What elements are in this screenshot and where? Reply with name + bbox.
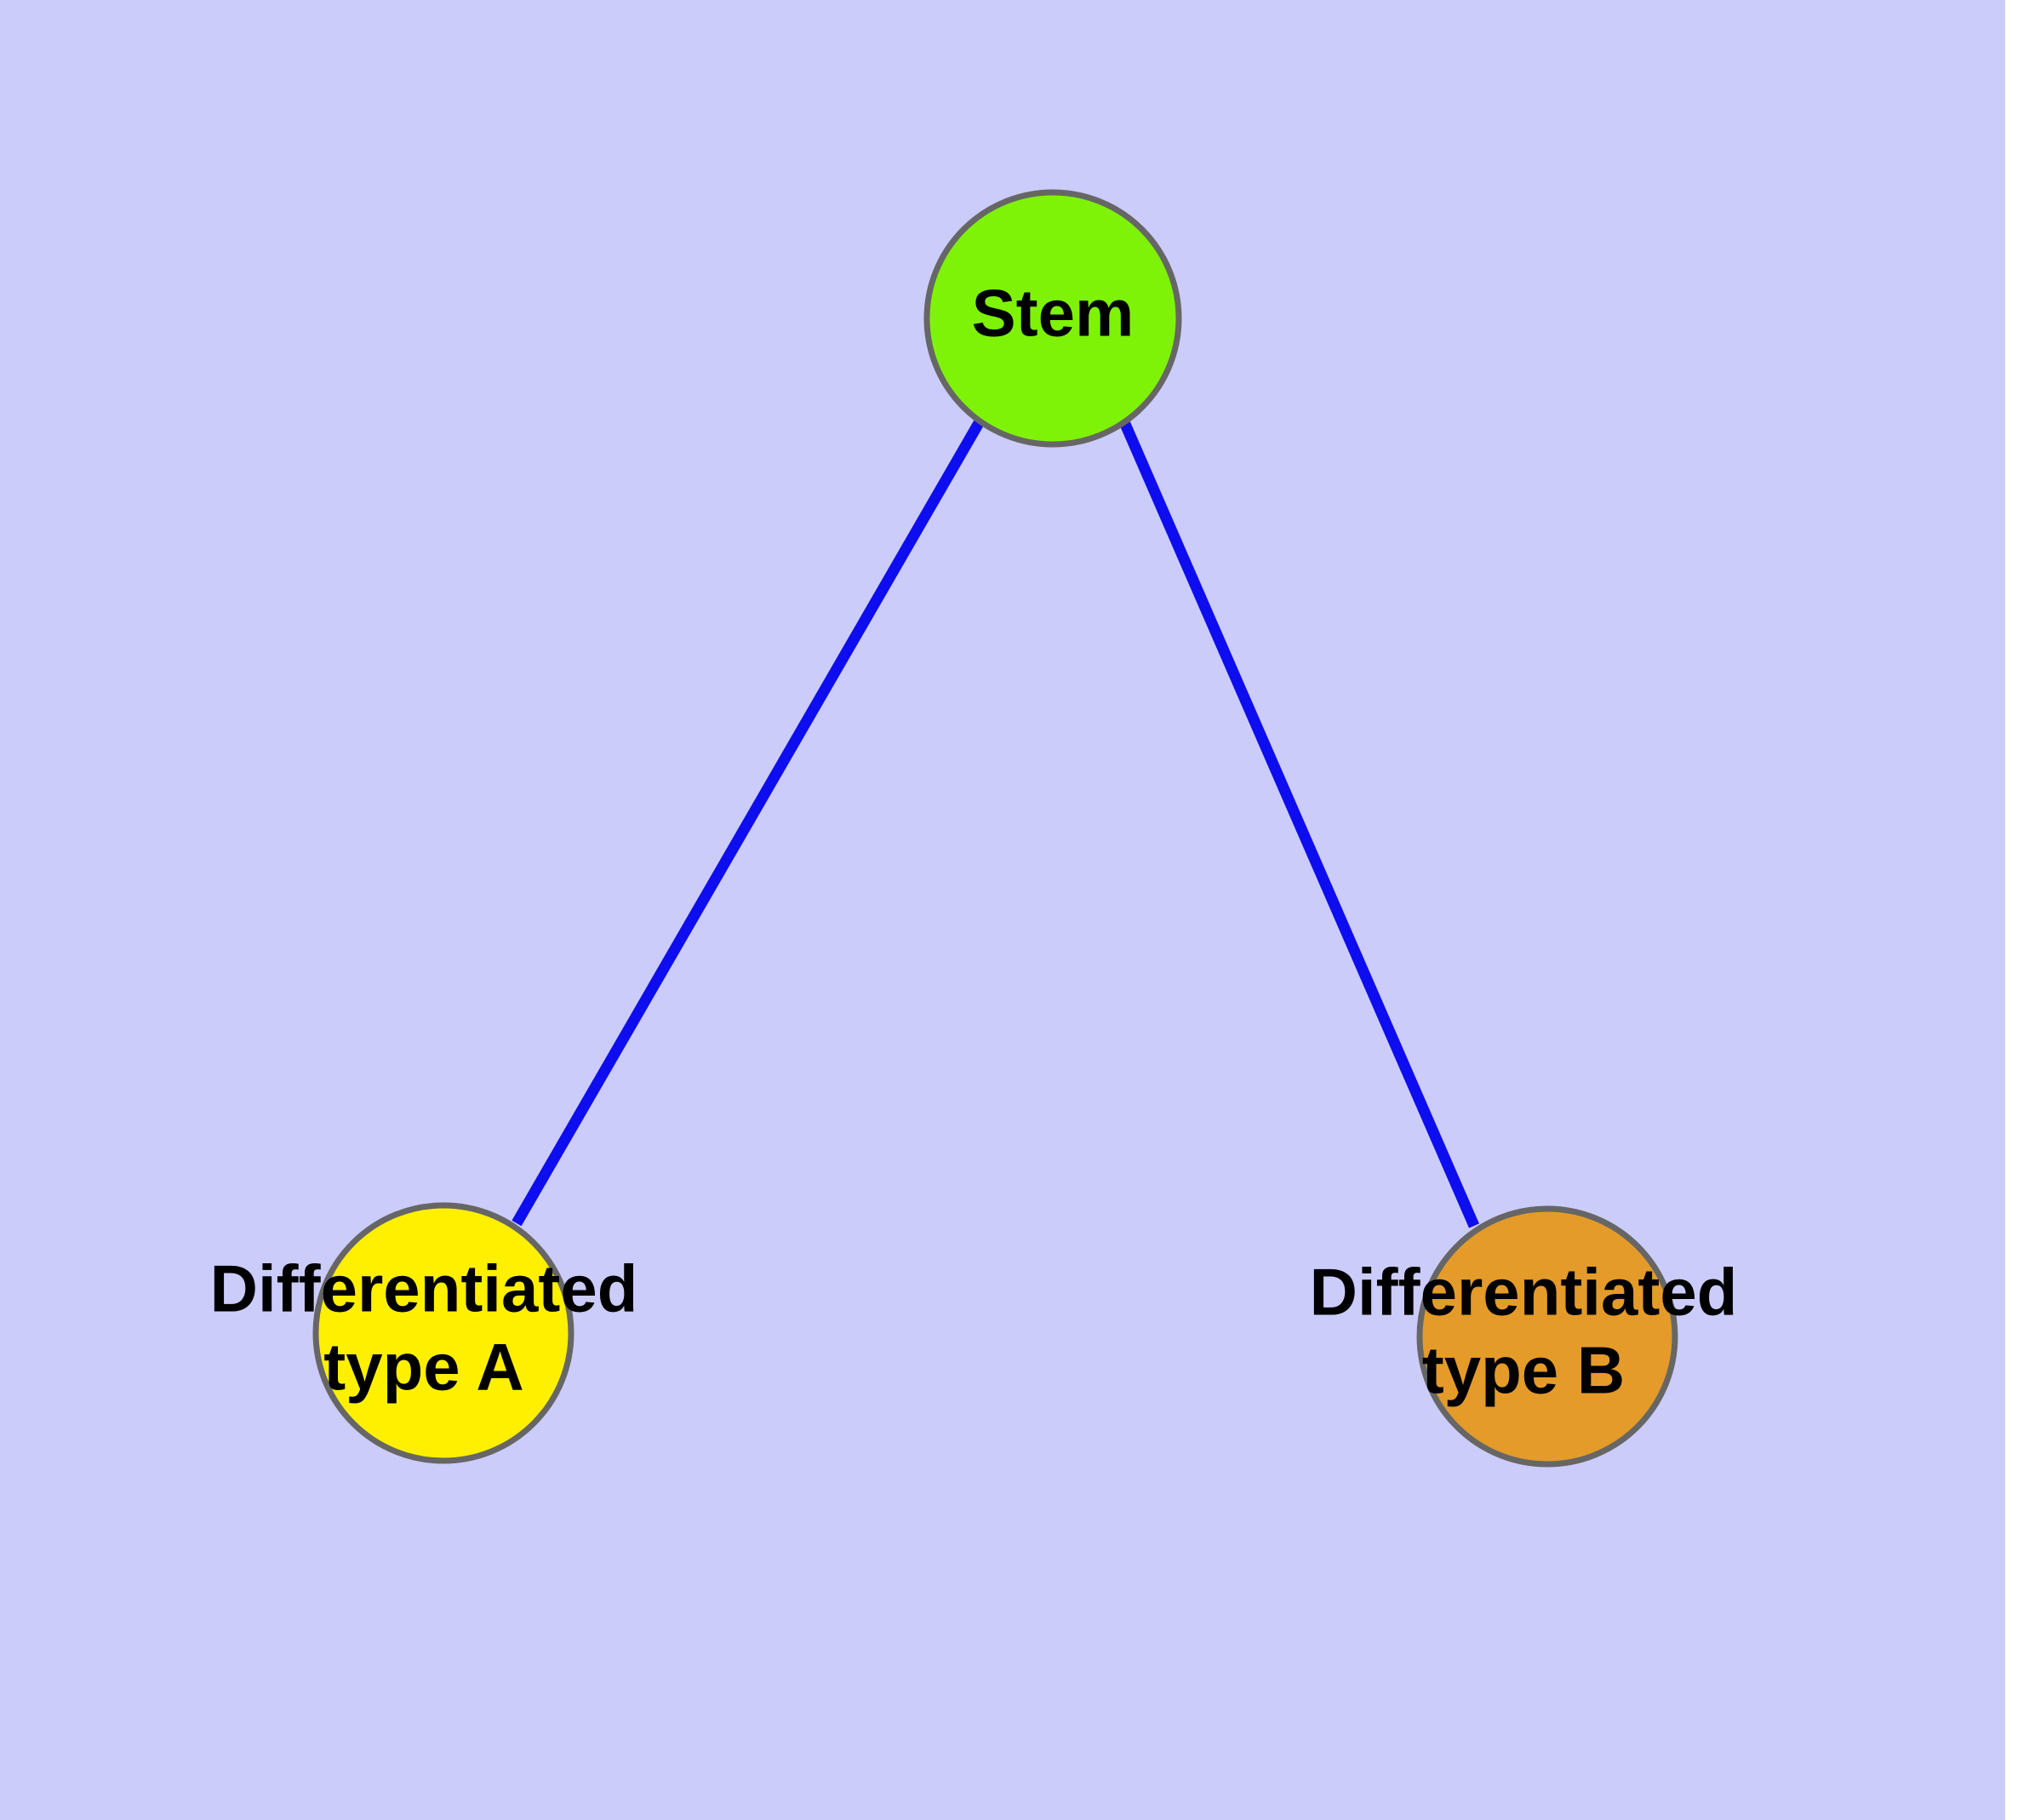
node-circle-diff_a[interactable] — [312, 1202, 574, 1464]
node-label-diff_b-line-2: type B — [1422, 1333, 1625, 1408]
node-label-diff_a-line-2: type A — [323, 1330, 524, 1405]
edges-group — [512, 420, 1479, 1228]
node-stem[interactable]: Stem — [923, 189, 1182, 448]
edge-stem-diff-a[interactable] — [512, 420, 984, 1227]
node-label-stem-line-1: Stem — [972, 276, 1135, 351]
node-label-diff_a-line-1: Differentiated — [210, 1251, 638, 1326]
node-label-diff_b-line-1: Differentiated — [1310, 1255, 1738, 1330]
edge-stem-diff-b[interactable] — [1120, 421, 1479, 1228]
node-circle-stem[interactable] — [923, 189, 1182, 448]
node-circle-diff_b[interactable] — [1416, 1205, 1678, 1468]
